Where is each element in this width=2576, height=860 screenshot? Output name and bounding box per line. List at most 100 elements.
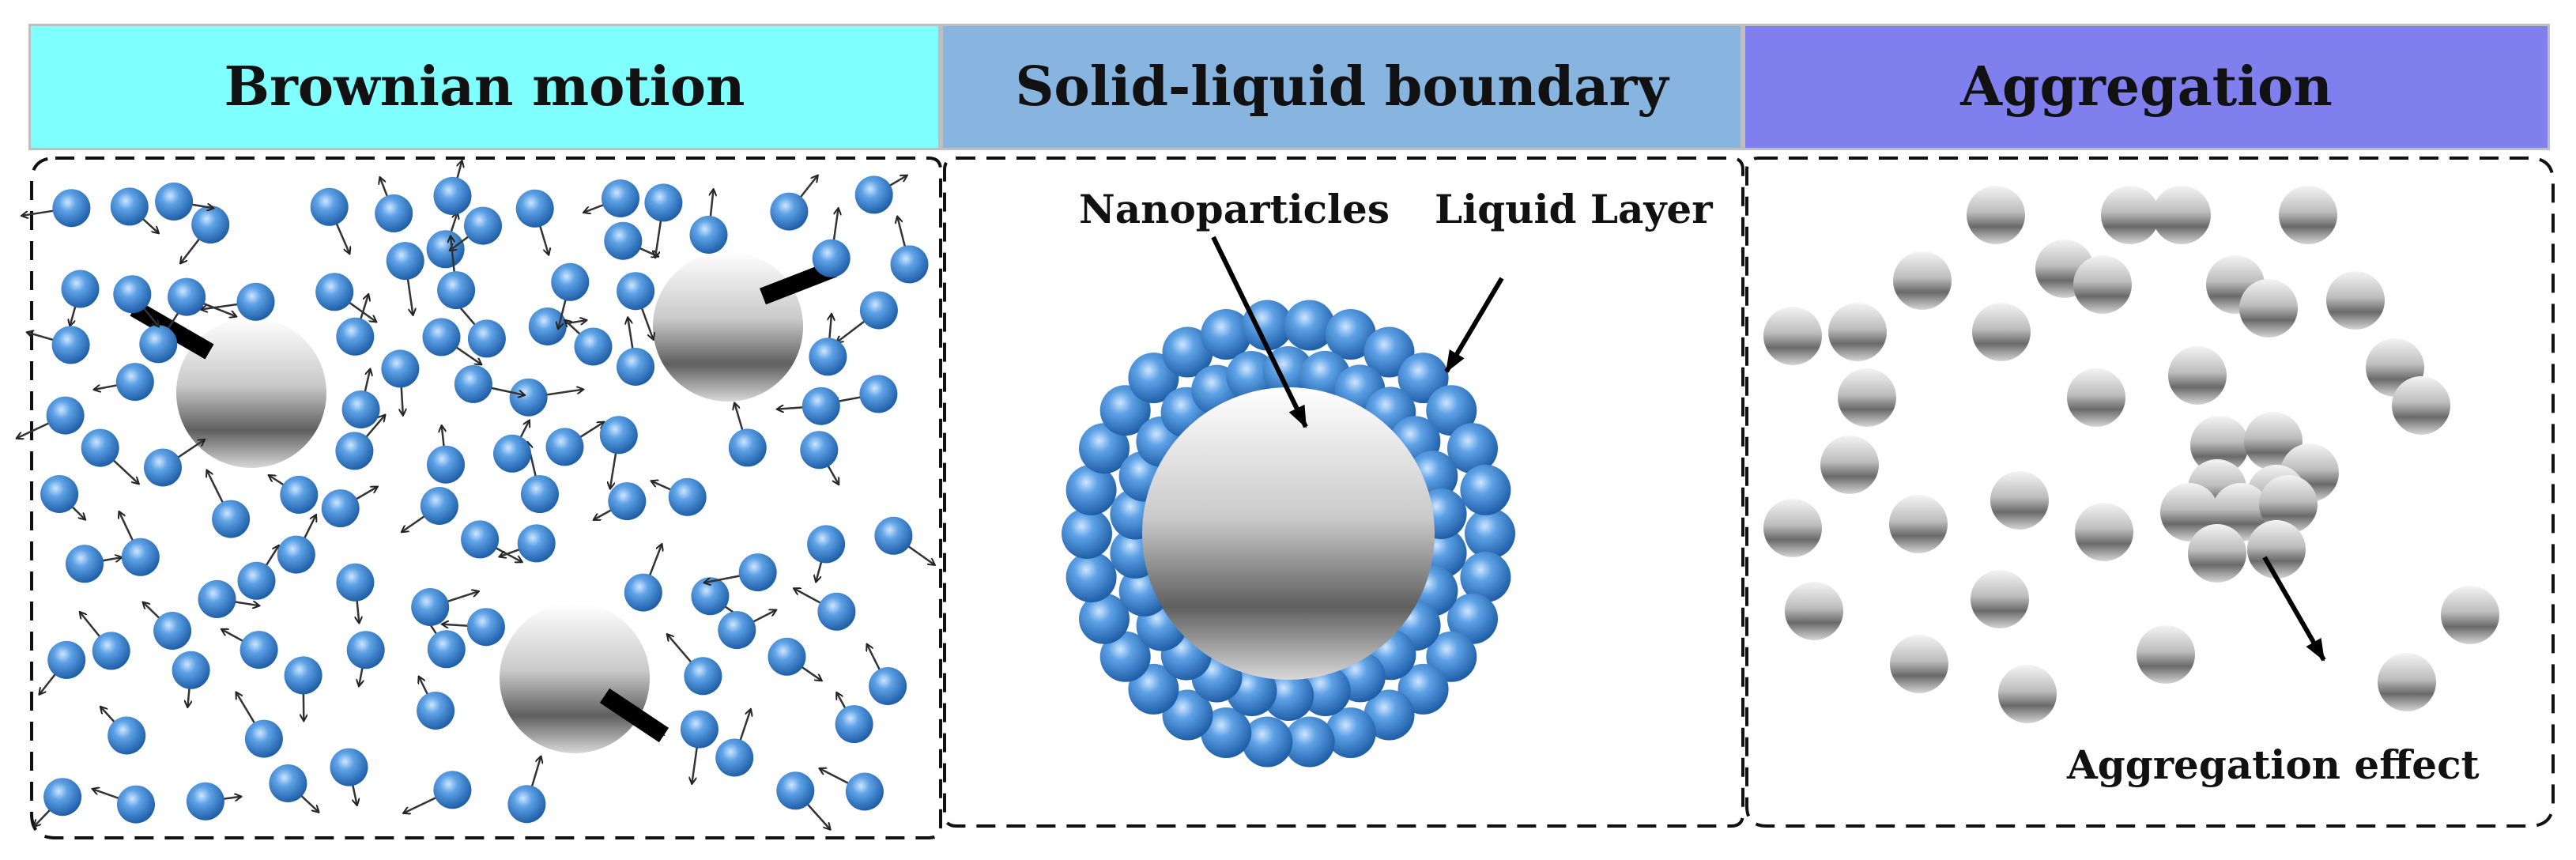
nanoparticle xyxy=(191,206,230,244)
aggregating-particle xyxy=(2137,625,2195,684)
nanoparticle xyxy=(144,448,182,487)
aggregating-particle xyxy=(1893,251,1952,310)
aggregating-particle xyxy=(2247,520,2306,579)
panel-title-brownian: Brownian motion xyxy=(28,24,941,150)
panel-title-aggregation: Aggregation xyxy=(1743,24,2550,150)
nanoparticle xyxy=(493,434,531,473)
panel-frame-solid-liquid xyxy=(943,157,1744,828)
liquid-layer-particle xyxy=(1465,508,1515,559)
nanoparticle xyxy=(237,561,276,600)
liquid-layer-particle xyxy=(1242,300,1293,351)
liquid-layer-pointer-arrow xyxy=(1444,277,1504,373)
nanoparticle xyxy=(845,772,884,811)
solid-liquid-boundary-group xyxy=(1062,236,1515,768)
aggregating-particle xyxy=(1998,665,2057,723)
large-particle xyxy=(176,318,326,468)
nanoparticle xyxy=(92,632,130,670)
aggregating-particle xyxy=(2168,346,2227,405)
nanoparticle xyxy=(624,573,662,612)
nanoparticle xyxy=(835,705,873,744)
nanoparticle xyxy=(321,489,360,528)
nanoparticle xyxy=(545,428,584,466)
nanoparticles-pointer-arrow xyxy=(1211,236,1308,428)
nanoparticle xyxy=(269,764,307,802)
nanoparticle xyxy=(310,187,349,226)
nanoparticle xyxy=(776,771,815,810)
nanoparticle xyxy=(155,182,194,221)
nanoparticle xyxy=(817,592,856,631)
nanoparticle xyxy=(604,221,643,260)
nanoparticle xyxy=(280,475,319,514)
nanoparticle xyxy=(437,271,476,310)
nanoparticle xyxy=(422,318,461,356)
nanoparticle xyxy=(684,657,722,696)
nanoparticle xyxy=(715,738,754,777)
aggregating-particle xyxy=(1785,582,1843,640)
nanoparticle xyxy=(509,378,548,417)
nanoparticle xyxy=(427,630,466,669)
nanoparticle xyxy=(346,631,385,670)
aggregating-particle xyxy=(2326,271,2385,330)
aggregating-particle xyxy=(1967,186,2025,244)
nanoparticle xyxy=(47,640,86,679)
liquid-layer-particle xyxy=(1284,300,1335,351)
aggregating-particle xyxy=(2160,483,2219,541)
nanoparticle xyxy=(43,778,82,817)
nanoparticle xyxy=(117,785,155,824)
nanoparticle xyxy=(115,363,154,402)
nanoparticle xyxy=(668,477,707,516)
nanoparticle xyxy=(507,785,546,824)
aggregating-particle xyxy=(1838,368,1896,427)
nanoparticle xyxy=(528,307,567,345)
nanoparticle xyxy=(81,428,119,467)
nanoparticle xyxy=(768,637,806,676)
aggregating-particle xyxy=(2392,376,2450,435)
aggregating-particle xyxy=(1890,635,1948,693)
aggregating-particle xyxy=(1828,303,1887,361)
nanoparticle xyxy=(617,348,654,386)
nanoparticle xyxy=(336,563,375,602)
nanoparticle xyxy=(427,445,465,484)
liquid-layer-particle xyxy=(1299,666,1351,716)
nanoparticle xyxy=(466,608,505,647)
liquid-layer-particle xyxy=(1201,707,1252,758)
liquid-layer-particle xyxy=(1325,707,1376,758)
nanoparticle xyxy=(335,432,374,470)
nanoparticle xyxy=(515,189,554,228)
nanoparticle xyxy=(420,487,458,525)
nanoparticle xyxy=(801,387,840,425)
nanoparticle xyxy=(859,375,898,413)
liquid-layer-particle xyxy=(1062,508,1112,559)
liquid-layer-particle xyxy=(1426,385,1477,436)
nanoparticle xyxy=(738,553,777,592)
liquid-layer-particle xyxy=(1079,593,1130,644)
nanoparticle xyxy=(602,179,639,217)
nanoparticle xyxy=(551,262,590,301)
nanoparticle xyxy=(40,475,79,513)
aggregation-effect-arrow xyxy=(2262,556,2326,662)
liquid-layer-particle xyxy=(1226,351,1277,402)
aggregating-particle xyxy=(2259,475,2318,534)
nanoparticle xyxy=(461,520,500,559)
liquid-layer-particle xyxy=(1325,309,1376,360)
nanoparticle xyxy=(770,192,809,231)
liquid-layer-particle xyxy=(1447,593,1498,644)
nanoparticle xyxy=(859,291,898,330)
aggregating-particle xyxy=(1820,436,1879,494)
nanoparticle xyxy=(110,187,149,226)
nanoparticle xyxy=(521,475,559,514)
aggregating-particle xyxy=(1889,495,1948,553)
liquid-layer-particle xyxy=(1447,423,1498,474)
liquid-layer-particle xyxy=(1263,670,1314,721)
panel-frame-brownian xyxy=(30,157,942,839)
liquid-layer-particle xyxy=(1201,309,1252,360)
nanoparticle xyxy=(809,338,847,376)
aggregating-particle xyxy=(1763,307,1822,365)
nanoparticle xyxy=(689,216,728,254)
nanoparticle xyxy=(107,716,146,755)
aggregating-particle xyxy=(2279,186,2337,244)
nanoparticle xyxy=(812,239,850,277)
large-particle xyxy=(500,603,650,753)
nanoparticle xyxy=(341,390,380,428)
liquid-layer-particle xyxy=(1460,464,1511,515)
